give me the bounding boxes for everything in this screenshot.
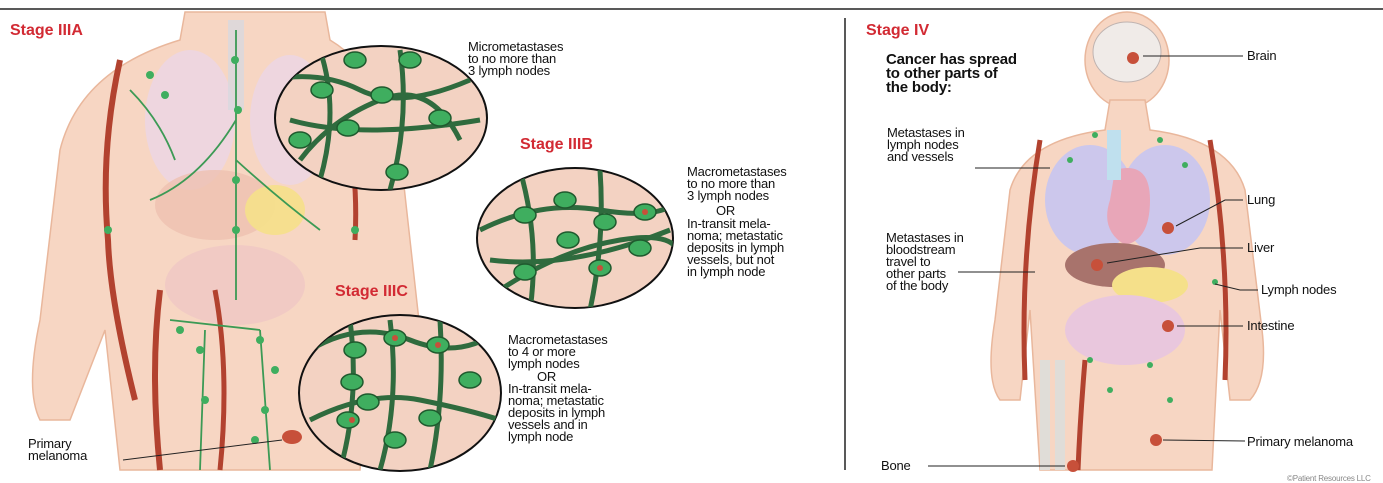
stage3-primary-melanoma-label: Primary melanoma bbox=[28, 438, 87, 462]
organ-label-lung: Lung bbox=[1247, 194, 1275, 206]
stage4-title: Stage IV bbox=[866, 22, 929, 40]
brain-tumor bbox=[1127, 52, 1139, 64]
organ-label-primary-melanoma: Primary melanoma bbox=[1247, 436, 1353, 448]
intestine-tumor bbox=[1162, 320, 1174, 332]
stage4-lymph-metastases-label: Metastases in lymph nodes and vessels bbox=[887, 127, 965, 163]
stage4-body-figure bbox=[991, 12, 1264, 470]
stage3a-description: Micrometastases to no more than 3 lymph … bbox=[468, 41, 563, 77]
stage3a-title: Stage IIIA bbox=[10, 22, 83, 40]
organ-label-lymph-nodes: Lymph nodes bbox=[1261, 284, 1336, 296]
liver-tumor bbox=[1091, 259, 1103, 271]
stage3b-description-2: In-transit mela- noma; metastatic deposi… bbox=[687, 218, 784, 278]
organ-label-liver: Liver bbox=[1247, 242, 1274, 254]
stage4-bloodstream-metastases-label: Metastases in bloodstream travel to othe… bbox=[886, 232, 964, 292]
stage4-headline: Cancer has spread to other parts of the … bbox=[886, 53, 1017, 95]
stage3c-description-1: Macrometastases to 4 or more lymph nodes bbox=[508, 334, 608, 370]
copyright-notice: ©Patient Resources LLC bbox=[1287, 474, 1371, 483]
stage3c-description-2: In-transit mela- noma; metastatic deposi… bbox=[508, 383, 605, 443]
stage3c-zoom-circle bbox=[299, 315, 501, 471]
organ-label-brain: Brain bbox=[1247, 50, 1276, 62]
primary-melanoma-tumor-stage4 bbox=[1150, 434, 1162, 446]
stage3b-description-1: Macrometastases to no more than 3 lymph … bbox=[687, 166, 787, 202]
stage3c-title: Stage IIIC bbox=[335, 283, 408, 301]
organ-label-intestine: Intestine bbox=[1247, 320, 1294, 332]
bone-tumor bbox=[1067, 460, 1079, 472]
lung-tumor bbox=[1162, 222, 1174, 234]
stage3b-zoom-circle bbox=[477, 168, 680, 310]
stage3b-title: Stage IIIB bbox=[520, 136, 593, 154]
primary-melanoma-tumor bbox=[282, 430, 302, 444]
organ-label-bone: Bone bbox=[881, 460, 911, 472]
